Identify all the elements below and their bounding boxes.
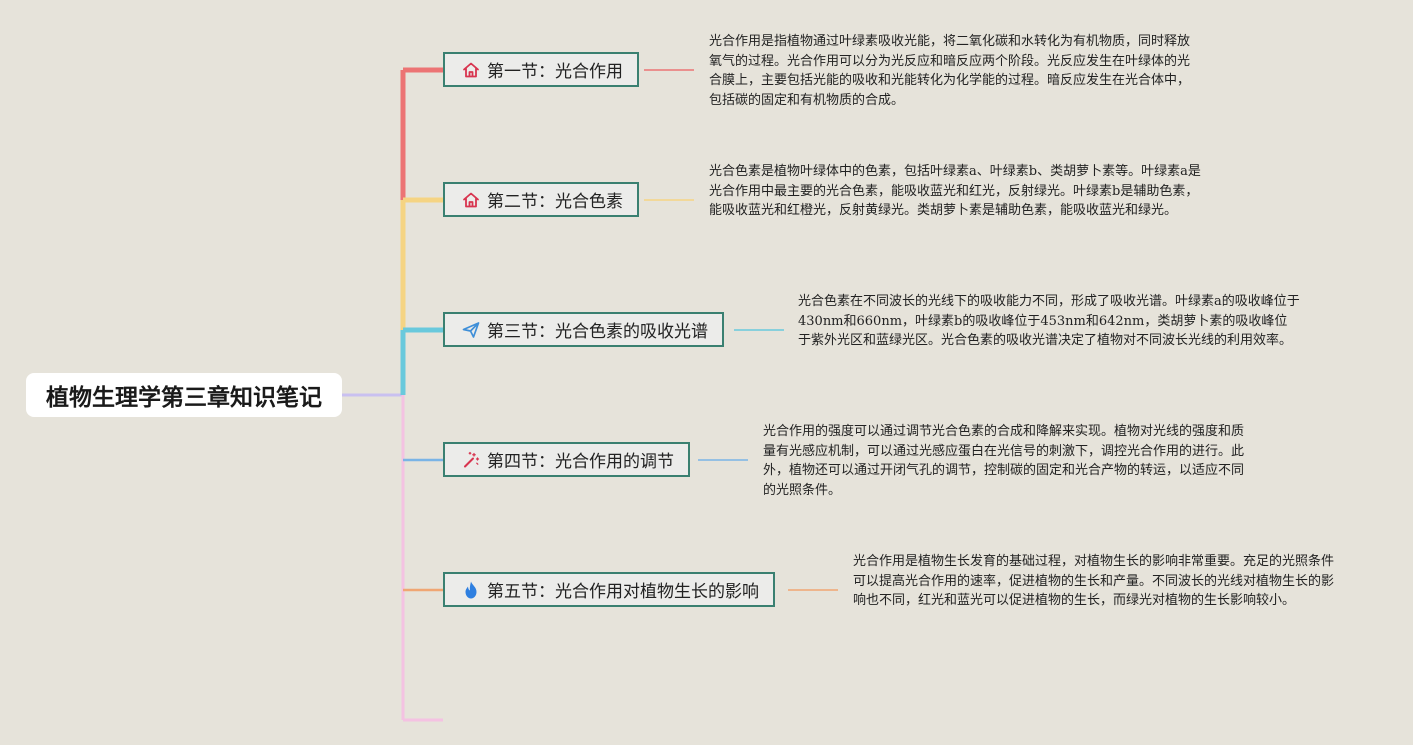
note-section-5: 光合作用是植物生长发育的基础过程，对植物生长的影响非常重要。充足的光照条件可以提… (853, 554, 1335, 608)
topic-label: 第二节：光合色素 (487, 192, 623, 212)
house-icon (461, 60, 481, 80)
root-topic[interactable]: 植物生理学第三章知识笔记 (26, 373, 342, 417)
topic-section-3[interactable]: 第三节：光合色素的吸收光谱 (443, 312, 724, 347)
topic-label: 第一节：光合作用 (487, 62, 623, 82)
house-icon (461, 190, 481, 210)
note-section-2: 光合色素是植物叶绿体中的色素，包括叶绿素a、叶绿素b、类胡萝卜素等。叶绿素a是光… (709, 164, 1201, 218)
topic-label: 第四节：光合作用的调节 (487, 452, 674, 472)
note-section-4: 光合作用的强度可以通过调节光合色素的合成和降解来实现。植物对光线的强度和质量有光… (763, 424, 1245, 498)
paper-plane-icon (461, 320, 481, 340)
note-section-3: 光合色素在不同波长的光线下的吸收能力不同，形成了吸收光谱。叶绿素a的吸收峰位于4… (798, 294, 1300, 348)
flame-icon (461, 580, 481, 600)
magic-wand-icon (461, 450, 481, 470)
topic-section-1[interactable]: 第一节：光合作用 (443, 52, 639, 87)
topic-section-5[interactable]: 第五节：光合作用对植物生长的影响 (443, 572, 775, 607)
note-section-1: 光合作用是指植物通过叶绿素吸收光能，将二氧化碳和水转化为有机物质，同时释放氧气的… (709, 34, 1191, 108)
topic-section-2[interactable]: 第二节：光合色素 (443, 182, 639, 217)
topic-label: 第五节：光合作用对植物生长的影响 (487, 582, 759, 602)
root-title: 植物生理学第三章知识笔记 (46, 385, 322, 411)
topic-label: 第三节：光合色素的吸收光谱 (487, 322, 708, 342)
topic-section-4[interactable]: 第四节：光合作用的调节 (443, 442, 690, 477)
